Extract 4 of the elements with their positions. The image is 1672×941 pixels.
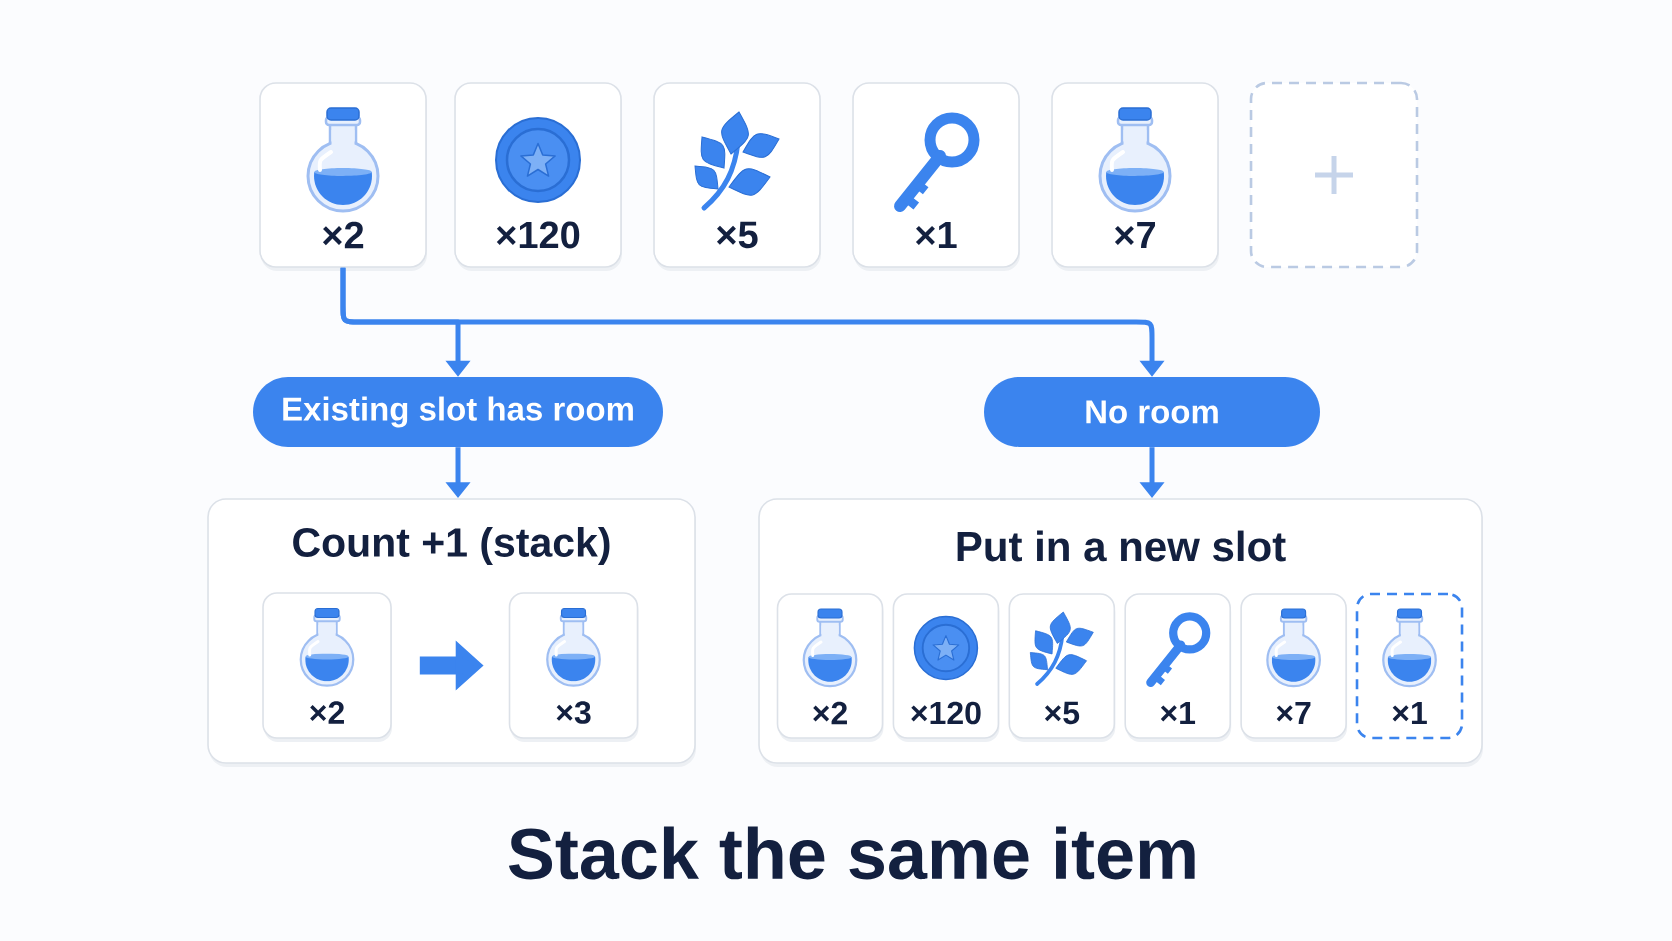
title: Stack the same item (508, 826, 1195, 880)
condition-pill: Existing slot has room (253, 377, 663, 447)
item-slot: ×1 (852, 82, 1020, 271)
condition-pill: No room (984, 377, 1320, 447)
